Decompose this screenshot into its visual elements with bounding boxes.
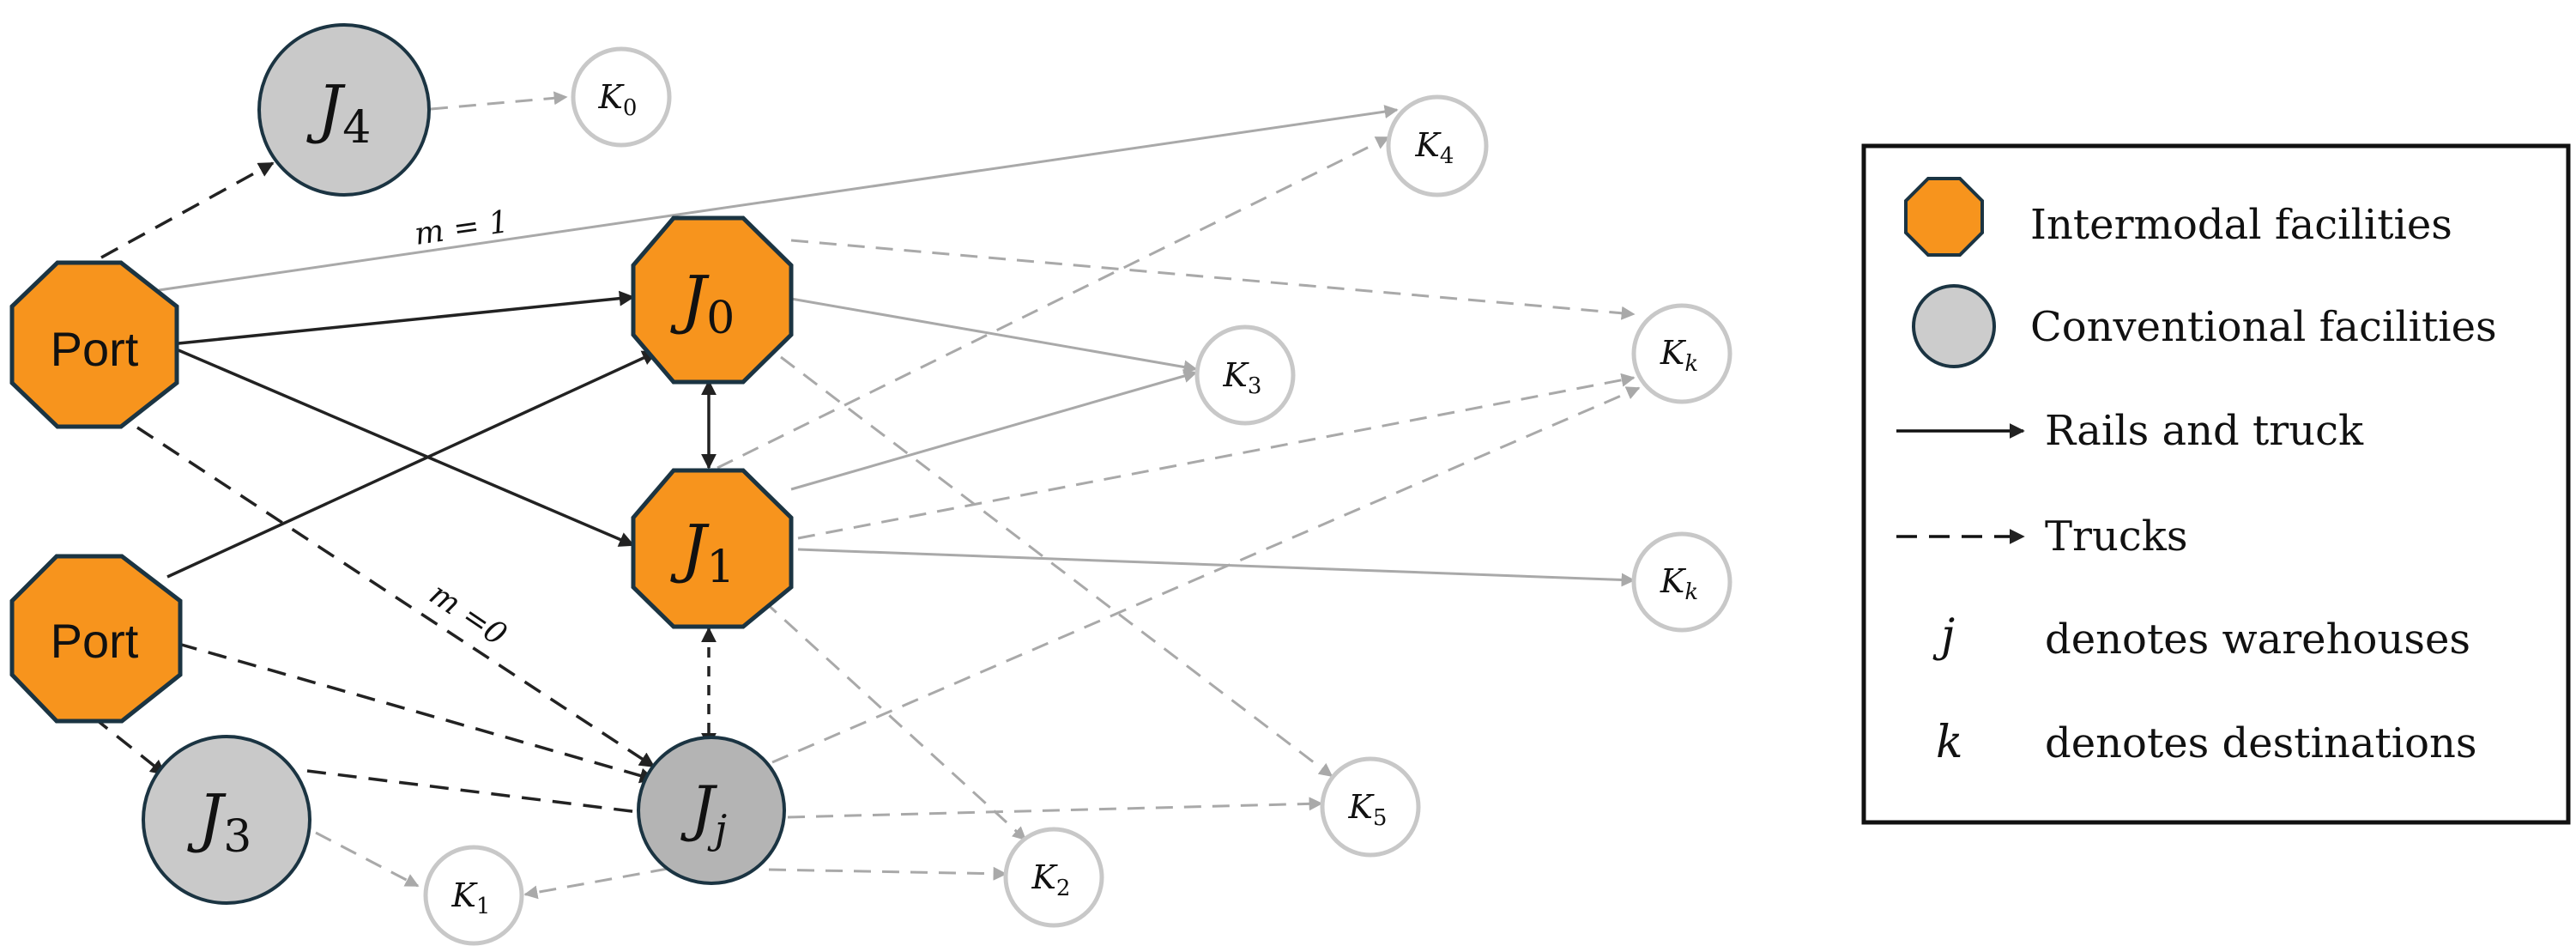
destination-node-k0: K0	[571, 46, 672, 148]
edge-j3-k1	[315, 831, 420, 888]
j4-sub: 4	[342, 102, 371, 154]
legend-intermodal-icon	[1904, 177, 1984, 257]
svg-text:Kk: Kk	[1660, 562, 1698, 605]
edge-j1-kk-top	[797, 373, 1636, 540]
kk-bottom-sub: k	[1684, 579, 1698, 605]
legend-conventional-label: Conventional facilities	[2030, 303, 2497, 351]
k5-base: K	[1348, 788, 1376, 826]
j1-sub: 1	[706, 542, 735, 593]
destination-node-k1: K1	[423, 845, 524, 946]
edge-j0-k5	[780, 355, 1333, 778]
port-label-bottom: Port	[51, 614, 139, 668]
edge-label-m1: m = 1	[413, 204, 511, 252]
destination-node-k4: K4	[1386, 94, 1489, 197]
legend-rails-label: Rails and truck	[2045, 407, 2364, 455]
warehouse-node-jj: Jj	[637, 736, 786, 885]
edge-j1-k4	[717, 136, 1390, 470]
edge-port-top-j1	[178, 349, 635, 547]
legend: Intermodal facilities Conventional facil…	[1861, 143, 2571, 825]
edge-port-top-jj	[136, 426, 656, 768]
kk-top-sub: k	[1684, 351, 1698, 377]
legend-box	[1861, 143, 2571, 825]
port-node-bottom: Port	[9, 554, 183, 724]
warehouse-node-j1: J1	[631, 468, 794, 629]
k0-sub: 0	[623, 95, 638, 121]
legend-k-symbol: k	[1936, 717, 1963, 768]
k4-sub: 4	[1440, 143, 1454, 169]
edge-port-top-j4	[100, 161, 275, 259]
destination-node-k2: K2	[1003, 827, 1104, 928]
destination-node-kk-bottom: Kk	[1631, 531, 1732, 633]
warehouse-node-j0: J0	[631, 215, 794, 385]
k3-sub: 3	[1248, 373, 1262, 399]
edge-label-m0: m =0	[423, 576, 513, 652]
edge-jj-k2	[768, 866, 1007, 881]
port-node-top: Port	[9, 260, 179, 429]
k3-base: K	[1223, 356, 1250, 394]
legend-k-label: denotes destinations	[2045, 719, 2477, 767]
edge-jj-k1	[523, 867, 668, 900]
edge-port-k4	[158, 105, 1399, 292]
k2-sub: 2	[1056, 876, 1071, 901]
edge-port-top-j0	[178, 290, 635, 345]
edge-j1-k3	[790, 369, 1198, 491]
destination-node-k5: K5	[1320, 756, 1421, 858]
edge-j0-k3	[790, 297, 1198, 374]
edges	[91, 91, 1641, 900]
legend-j-label: denotes warehouses	[2045, 615, 2470, 664]
svg-text:K0: K0	[598, 78, 638, 121]
legend-trucks-label: Trucks	[2045, 512, 2187, 561]
legend-intermodal-label: Intermodal facilities	[2030, 201, 2452, 249]
edge-j4-k0	[430, 91, 568, 111]
kk-top-base: K	[1660, 334, 1687, 372]
kk-bottom-base: K	[1660, 562, 1687, 600]
edge-j1-kk-bottom	[797, 548, 1636, 587]
destination-node-kk-top: Kk	[1631, 303, 1732, 404]
edge-j3-jj	[306, 769, 654, 820]
edge-port-bottom-jj	[178, 642, 656, 784]
svg-text:K3: K3	[1223, 356, 1262, 399]
j3-sub: 3	[223, 811, 251, 863]
k1-base: K	[451, 876, 479, 914]
svg-text:K4: K4	[1415, 126, 1454, 169]
svg-text:K2: K2	[1031, 858, 1071, 901]
k4-base: K	[1415, 126, 1442, 164]
k1-sub: 1	[476, 894, 491, 919]
edge-jj-kk-top	[771, 386, 1641, 764]
k2-base: K	[1031, 858, 1059, 896]
edge-j0-kk-top	[790, 239, 1636, 320]
port-label-top: Port	[51, 322, 139, 376]
edge-j1-k2	[762, 599, 1027, 841]
k5-sub: 5	[1373, 805, 1388, 831]
warehouse-node-j3: J3	[142, 735, 311, 905]
svg-text:Kk: Kk	[1660, 334, 1698, 377]
edge-port-bottom-j0	[166, 350, 658, 579]
edge-port-bottom-j3	[91, 715, 166, 776]
j0-sub: 0	[706, 293, 735, 344]
svg-text:K5: K5	[1348, 788, 1388, 831]
warehouse-node-j4: J4	[257, 23, 431, 197]
edge-jj-k5	[787, 797, 1323, 819]
legend-conventional-icon	[1912, 284, 1996, 368]
svg-text:K1: K1	[451, 876, 491, 919]
k0-base: K	[598, 78, 626, 116]
destination-node-k3: K3	[1194, 324, 1296, 426]
